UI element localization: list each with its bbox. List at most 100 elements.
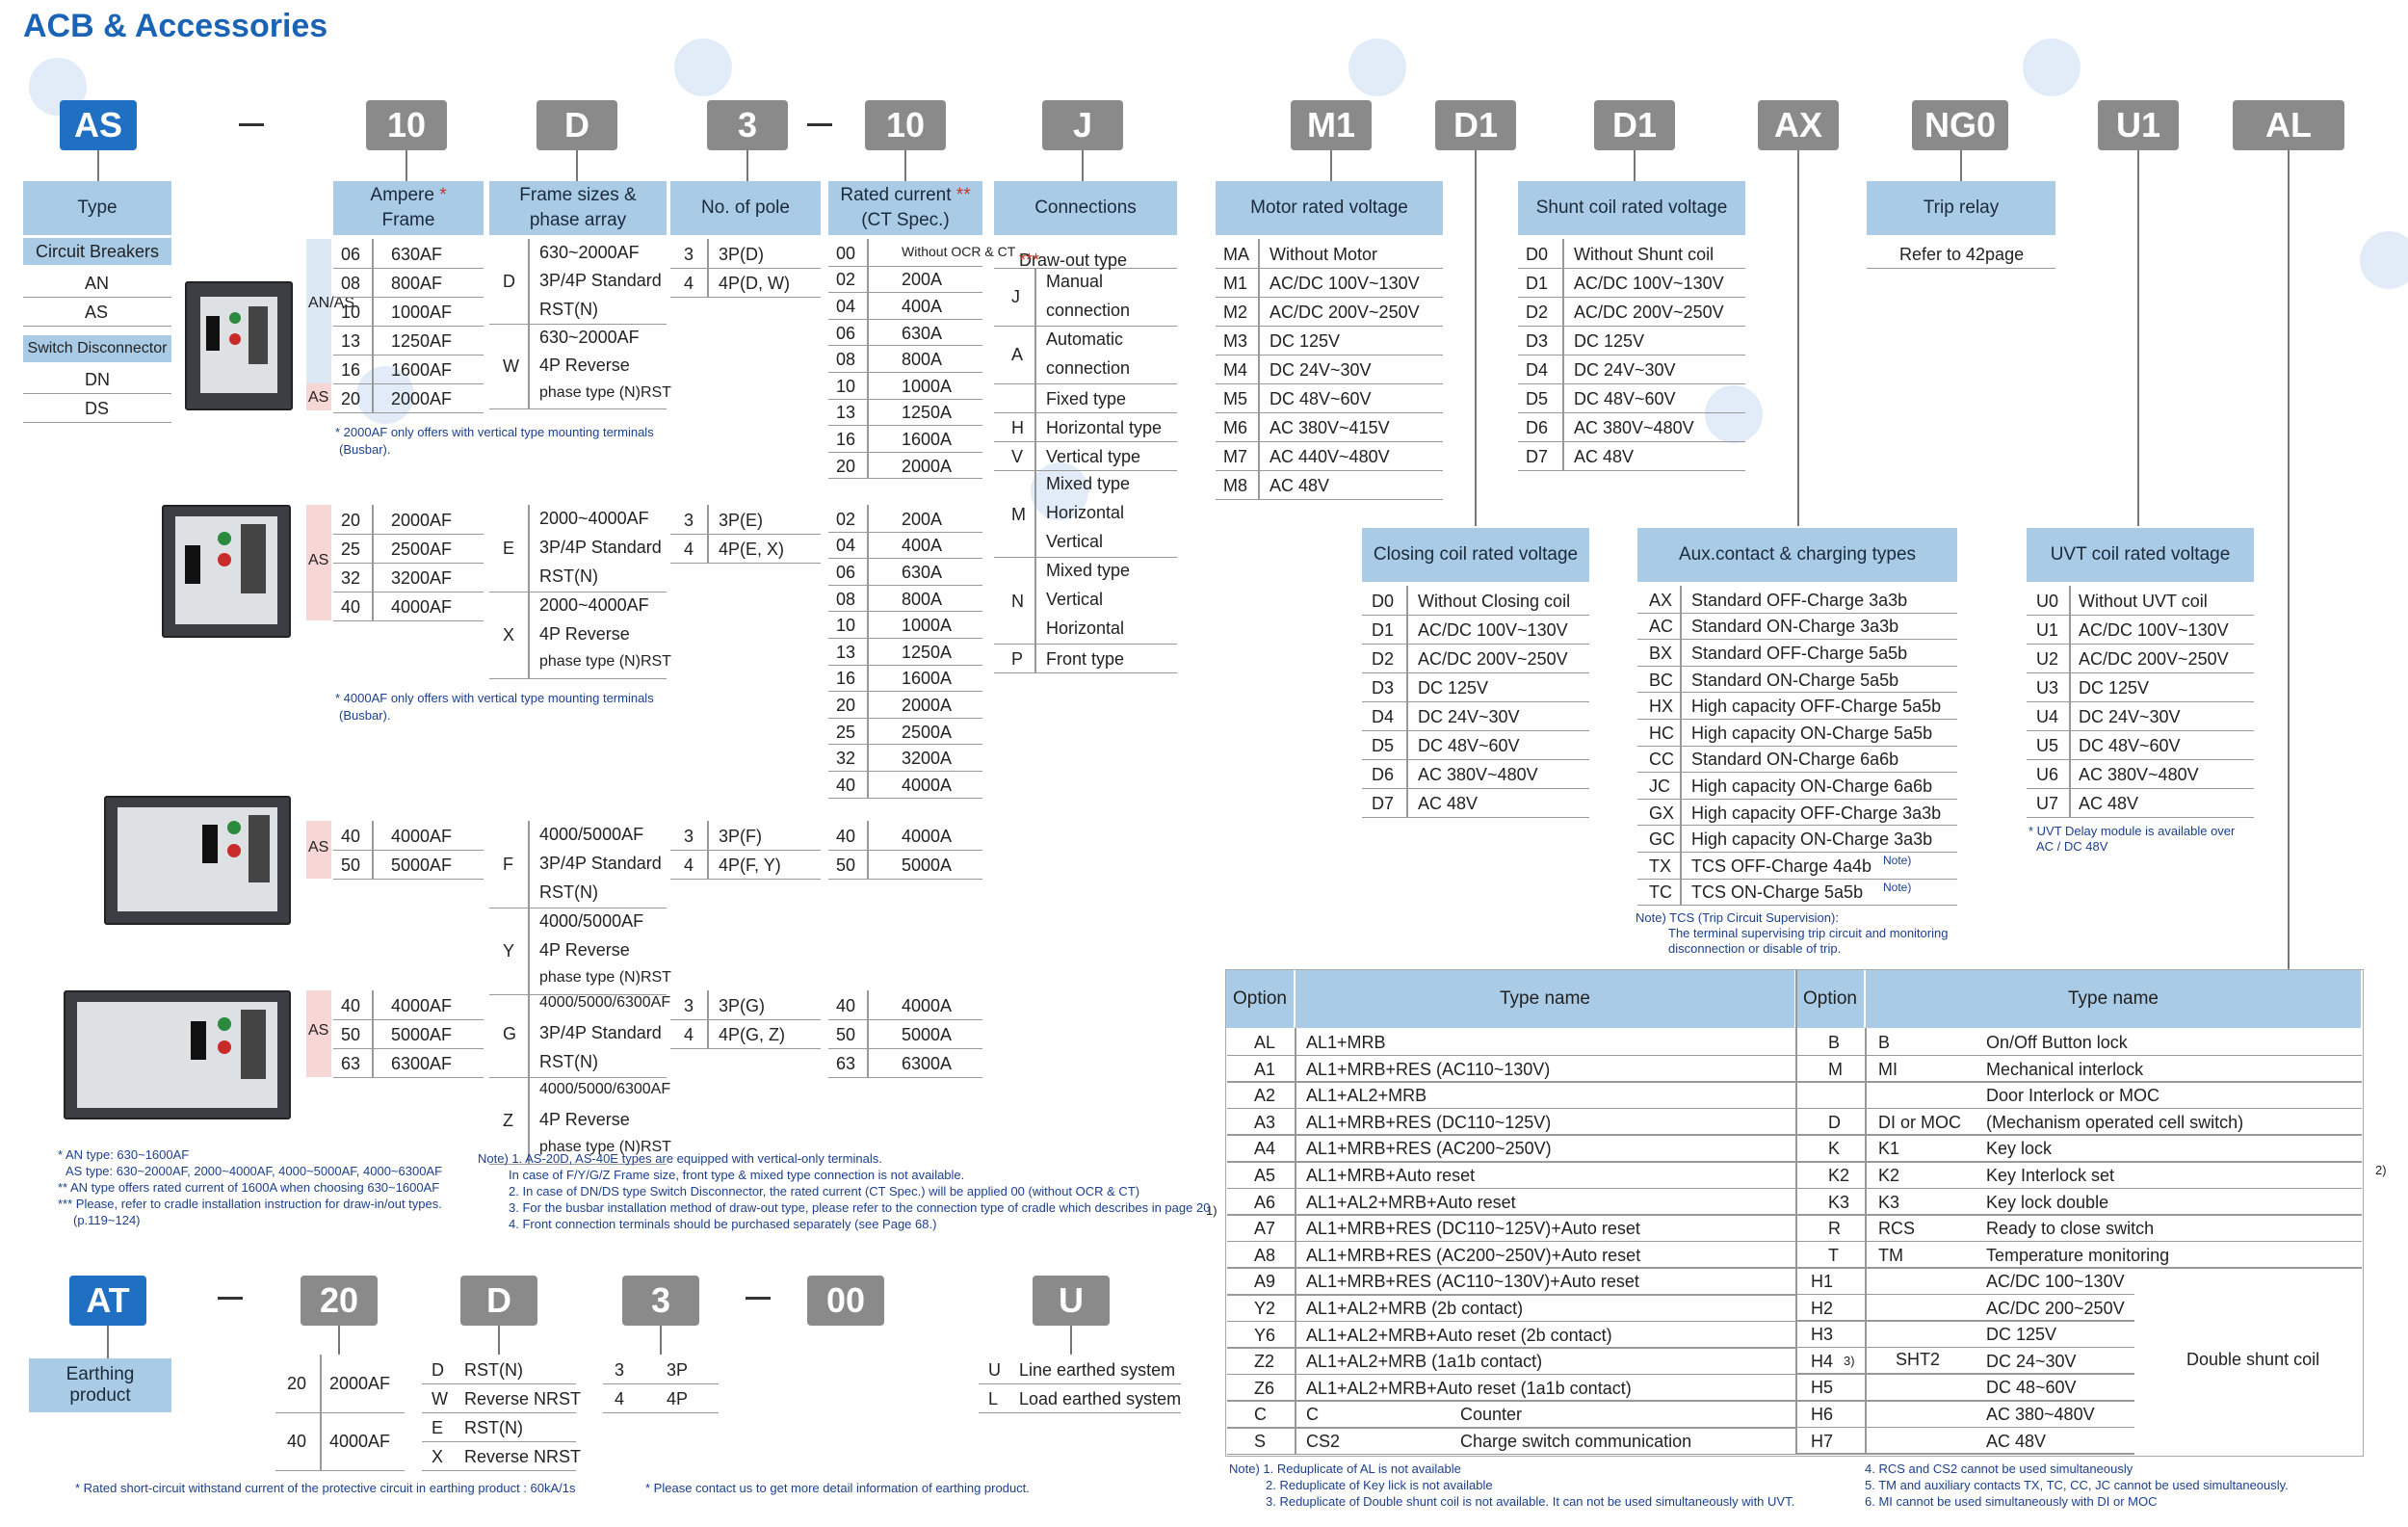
- frame-line: phase type (N)RST: [539, 653, 671, 670]
- option-left-cell: Y6: [1254, 1325, 1276, 1345]
- rated-label: 1250A: [902, 403, 953, 423]
- motor-code: M5: [1223, 389, 1248, 408]
- uvt-code: U7: [2036, 794, 2059, 813]
- option-right-cell: K2: [1878, 1166, 1900, 1185]
- ampere-label: 3200AF: [391, 568, 453, 588]
- option-right-cell: On/Off Button lock: [1986, 1033, 2128, 1052]
- option-left-cell: AL1+MRB+RES (AC200~250V)+Auto reset: [1306, 1245, 1641, 1265]
- rated-label: 200A: [902, 509, 943, 529]
- rated-current-header: Rated current ** (CT Spec.): [828, 181, 982, 235]
- general-note-3: 3. For the busbar installation method of…: [509, 1200, 1211, 1215]
- earthing-system-code: U: [988, 1360, 1001, 1380]
- option-right-rowline: [1797, 1267, 2362, 1269]
- drawout-star: ***: [1019, 250, 1040, 270]
- earthing-frame-code: D: [432, 1360, 444, 1380]
- pole-label: 3P(G): [719, 996, 766, 1015]
- rated-label: 200A: [902, 270, 943, 290]
- option-right-cell: D: [1828, 1112, 1841, 1132]
- frame-line: 4P Reverse: [539, 1110, 630, 1129]
- bottom-note-6: 6. MI cannot be used simultaneously with…: [1865, 1494, 2158, 1509]
- shunt-code: D5: [1526, 389, 1549, 408]
- option-h-cell: AC/DC 100~130V: [1986, 1272, 2125, 1291]
- earthing-pole-code: 3: [615, 1360, 625, 1380]
- earthing-amp-code: 20: [287, 1374, 307, 1393]
- code-shunt: D1: [1594, 100, 1675, 150]
- option-h-cell: AC/DC 200~250V: [1986, 1298, 2125, 1318]
- ampere-label: 5000AF: [391, 1025, 453, 1044]
- motor-label: AC 48V: [1269, 476, 1330, 495]
- connector-line: [2288, 150, 2290, 969]
- option-left-cell: Charge switch communication: [1460, 1432, 1692, 1451]
- earthing-label-line2: product: [69, 1385, 131, 1406]
- option-h-cell: DC 125V: [1986, 1325, 2057, 1345]
- option-left-cell: A6: [1254, 1192, 1276, 1212]
- motor-code: M1: [1223, 274, 1248, 293]
- separator-dash: [239, 123, 264, 126]
- pole-code: 4: [684, 1025, 694, 1044]
- an-note-2: AS type: 630~2000AF, 2000~4000AF, 4000~5…: [65, 1164, 443, 1178]
- frame-line: phase type (N)RST: [539, 383, 671, 401]
- rated-header-ct: (CT Spec.): [861, 210, 950, 230]
- frame-line: 3P/4P Standard: [539, 854, 662, 873]
- frame-line: RST(N): [539, 1052, 598, 1071]
- rated-code: 32: [836, 749, 856, 769]
- ampere-label: 5000AF: [391, 856, 453, 875]
- frame-line: 4000/5000AF: [539, 911, 644, 931]
- ampere-code: 20: [341, 511, 361, 530]
- aux-label: Standard ON-Charge 6a6b: [1691, 750, 1899, 770]
- rated-code: 04: [836, 296, 856, 316]
- option-left-cell: AL1+AL2+MRB (1a1b contact): [1306, 1352, 1543, 1372]
- conn-m-line3: Vertical: [1046, 532, 1104, 551]
- earthing-pole-label: 4P: [667, 1389, 689, 1409]
- motor-label: Without Motor: [1269, 245, 1378, 264]
- connector-line: [97, 150, 99, 181]
- motor-code: M2: [1223, 303, 1248, 322]
- option-left-rowline: [1227, 1134, 1795, 1136]
- connector-line: [498, 1326, 500, 1355]
- option-left-cell: A2: [1254, 1086, 1276, 1106]
- option-mark-1: 1): [1206, 1203, 1217, 1218]
- motor-label: AC/DC 100V~130V: [1269, 274, 1420, 293]
- rated-code: 40: [836, 827, 856, 846]
- connector-line: [338, 1326, 340, 1355]
- option-h-rowline: [1797, 1373, 2134, 1375]
- closing-label: DC 24V~30V: [1418, 707, 1520, 726]
- option-h-rowline: [1797, 1346, 2134, 1349]
- earthing-frame-label: Reverse NRST: [464, 1389, 582, 1409]
- option-h-rowline: [1797, 1426, 2134, 1429]
- frame-code: X: [503, 625, 515, 645]
- trip-header: Trip relay: [1867, 181, 2055, 235]
- type-ds: DS: [85, 399, 110, 418]
- uvt-divider: [2069, 586, 2071, 817]
- option-h-rowline: [1797, 1400, 2134, 1402]
- shunt-code: D7: [1526, 447, 1549, 466]
- ampere-divider: [372, 505, 374, 620]
- option-left-cell: AL1+AL2+MRB: [1306, 1086, 1427, 1106]
- rated-code: 40: [836, 775, 856, 795]
- option-left-rowline: [1227, 1347, 1795, 1349]
- option-left-cell: AL: [1254, 1033, 1276, 1052]
- code-aux: AX: [1758, 100, 1839, 150]
- rated-label: 400A: [902, 296, 943, 316]
- aux-code: BC: [1649, 670, 1674, 690]
- breaker-image-630-2000: [185, 281, 293, 410]
- option-right-cell: M: [1828, 1059, 1843, 1079]
- option-h-cell: H5: [1811, 1378, 1834, 1398]
- option-left-cell: AL1+AL2+MRB+Auto reset (1a1b contact): [1306, 1378, 1632, 1398]
